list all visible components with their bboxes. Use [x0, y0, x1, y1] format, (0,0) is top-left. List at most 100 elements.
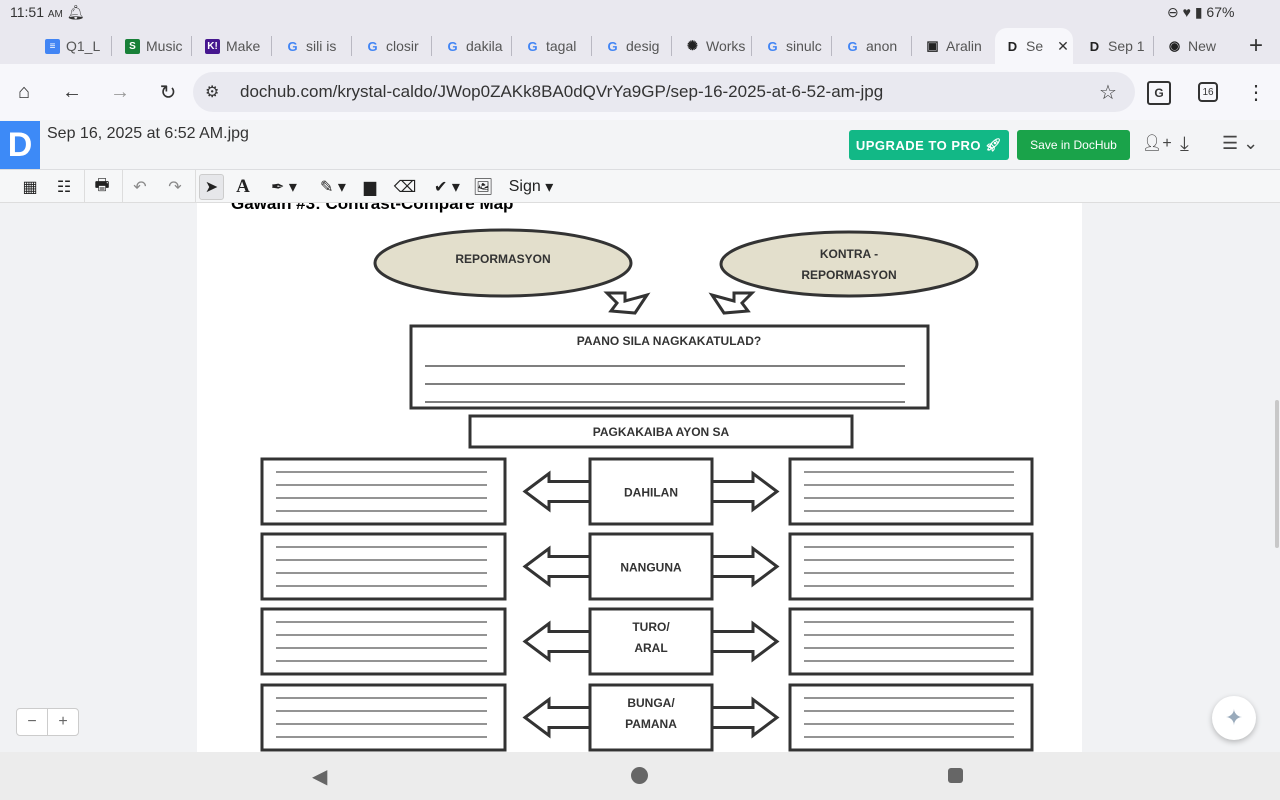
- grid-icon[interactable]: ▦: [22, 179, 38, 196]
- counter-reformation-oval: [719, 230, 979, 298]
- left-answer-box: [260, 683, 507, 752]
- tab-0[interactable]: ≡Q1_L: [35, 28, 105, 64]
- dochub-icon: D: [1089, 38, 1100, 54]
- criterion-label: NANGUNA: [620, 561, 682, 575]
- back-icon[interactable]: ←: [62, 80, 82, 103]
- similarities-box: [409, 324, 930, 410]
- tab-label: anon: [866, 38, 898, 54]
- tab-count-button[interactable]: 16: [1198, 82, 1218, 102]
- tab-label: closir: [386, 38, 419, 54]
- select-tool-icon[interactable]: ➤: [199, 174, 224, 200]
- criterion-label: BUNGA/: [627, 696, 675, 710]
- pen-tool-icon[interactable]: ✒ ▾: [271, 179, 297, 196]
- tab-label: Music: [146, 38, 183, 54]
- alarm-icon: 🔔︎: [66, 4, 85, 20]
- criterion-box: [588, 683, 714, 752]
- text-tool-icon[interactable]: A: [236, 176, 250, 197]
- dochub-header: D Sep 16, 2025 at 6:52 AM.jpg UPGRADE TO…: [0, 120, 1280, 170]
- tab-1[interactable]: S Music: [115, 28, 185, 64]
- rocket-icon: 🚀︎: [985, 137, 1003, 152]
- reload-icon[interactable]: ↻: [159, 81, 177, 104]
- address-bar-row: ⌂ ← → ↻ ⚙ dochub.com/krystal-caldo/JWop0…: [0, 64, 1280, 120]
- bookmark-star-icon[interactable]: ☆: [1099, 82, 1117, 104]
- dochub-logo[interactable]: D: [0, 121, 40, 169]
- google-icon: G: [447, 38, 458, 54]
- zoom-control: − +: [16, 708, 79, 736]
- openai-icon: ✺: [687, 38, 698, 53]
- worksheet-title: Gawain #3: Contrast-Compare Map: [231, 203, 513, 213]
- right-answer-box: [788, 532, 1034, 601]
- url-field[interactable]: ⚙ dochub.com/krystal-caldo/JWop0ZAKk8BA0…: [193, 72, 1135, 112]
- tab-8[interactable]: ✺Works: [675, 28, 745, 64]
- checkmark-icon[interactable]: ✔ ▾: [434, 179, 460, 196]
- menu-hamburger-icon[interactable]: ☰ ⌄: [1222, 133, 1259, 153]
- criterion-box: [588, 607, 714, 676]
- nav-home-icon[interactable]: [631, 767, 648, 784]
- right-answer-box: [788, 683, 1034, 752]
- differences-basis-box: [468, 414, 854, 449]
- translate-icon[interactable]: G: [1147, 81, 1171, 105]
- site-settings-icon[interactable]: ⚙: [205, 84, 220, 101]
- close-tab-icon[interactable]: ✕: [1057, 37, 1069, 54]
- sign-button[interactable]: Sign ▾: [508, 178, 554, 196]
- right-answer-box: [788, 457, 1034, 526]
- scrollbar[interactable]: [1275, 400, 1279, 548]
- forward-icon[interactable]: →: [110, 80, 130, 103]
- print-icon[interactable]: 🖶︎: [94, 176, 110, 194]
- redo-icon[interactable]: ↷: [168, 179, 182, 196]
- new-tab-button[interactable]: +: [1248, 32, 1263, 59]
- tab-11[interactable]: ▣Aralin: [915, 28, 985, 64]
- save-in-dochub-button[interactable]: Save in DocHub: [1017, 130, 1130, 160]
- upgrade-button[interactable]: UPGRADE TO PRO 🚀︎: [849, 130, 1009, 160]
- document-page[interactable]: Gawain #3: Contrast-Compare Map REPORMAS…: [197, 203, 1082, 752]
- clock: 11:51 AM 🔔︎: [10, 4, 85, 20]
- right-answer-box: [788, 607, 1034, 676]
- differences-basis-label: PAGKAKAIBA AYON SA: [593, 425, 730, 439]
- criterion-box: [588, 457, 714, 526]
- comment-icon[interactable]: ▆: [363, 179, 377, 196]
- add-user-icon[interactable]: 👤︎+: [1142, 135, 1172, 152]
- left-answer-box: [260, 457, 507, 526]
- menu-icon[interactable]: ⋮: [1246, 81, 1266, 104]
- zoom-out-button[interactable]: −: [17, 709, 48, 735]
- editor-toolbar: ▦ ☷ 🖶︎ ↶ ↷ ➤ A ✒ ▾ ✎ ▾ ▆ ⌫ ✔ ▾ 🖼︎ Sign ▾: [0, 170, 1280, 203]
- tab-label: sili is: [306, 38, 337, 54]
- file-name[interactable]: Sep 16, 2025 at 6:52 AM.jpg: [47, 125, 249, 142]
- home-icon[interactable]: ⌂: [17, 80, 31, 103]
- tab-2[interactable]: K!Make: [195, 28, 265, 64]
- status-bar: 11:51 AM 🔔︎ ⊖ ♥ ▮ 67%: [0, 0, 1280, 28]
- chrome-icon: ◉: [1168, 38, 1181, 53]
- left-answer-box: [260, 532, 507, 601]
- tab-label: tagal: [546, 38, 577, 54]
- google-icon: G: [847, 38, 858, 54]
- compare-map-diagram: Gawain #3: Contrast-Compare Map REPORMAS…: [231, 203, 1034, 752]
- criterion-label: TURO/: [632, 620, 670, 634]
- nav-back-icon[interactable]: ◀: [312, 766, 328, 788]
- eraser-icon[interactable]: ⌫: [393, 179, 417, 196]
- url-text: dochub.com/krystal-caldo/JWop0ZAKk8BA0dQ…: [240, 82, 884, 101]
- list-icon[interactable]: ☷: [56, 179, 72, 196]
- highlighter-icon[interactable]: ✎ ▾: [320, 179, 346, 196]
- google-icon: G: [607, 38, 618, 54]
- nav-recents-icon[interactable]: [948, 768, 963, 783]
- undo-icon[interactable]: ↶: [133, 179, 147, 196]
- ai-sparkle-button[interactable]: ✦: [1212, 696, 1256, 740]
- tab-label: desig: [626, 38, 660, 54]
- download-icon[interactable]: ⤓: [1180, 133, 1189, 155]
- criterion-label: PAMANA: [625, 717, 677, 731]
- zoom-in-button[interactable]: +: [58, 713, 68, 730]
- reformation-label: REPORMASYON: [455, 252, 550, 266]
- tab-14[interactable]: ◉New: [1157, 28, 1227, 64]
- tab-label: dakila: [466, 38, 503, 54]
- image-icon[interactable]: 🖼︎: [472, 179, 494, 196]
- s-icon: S: [125, 38, 140, 54]
